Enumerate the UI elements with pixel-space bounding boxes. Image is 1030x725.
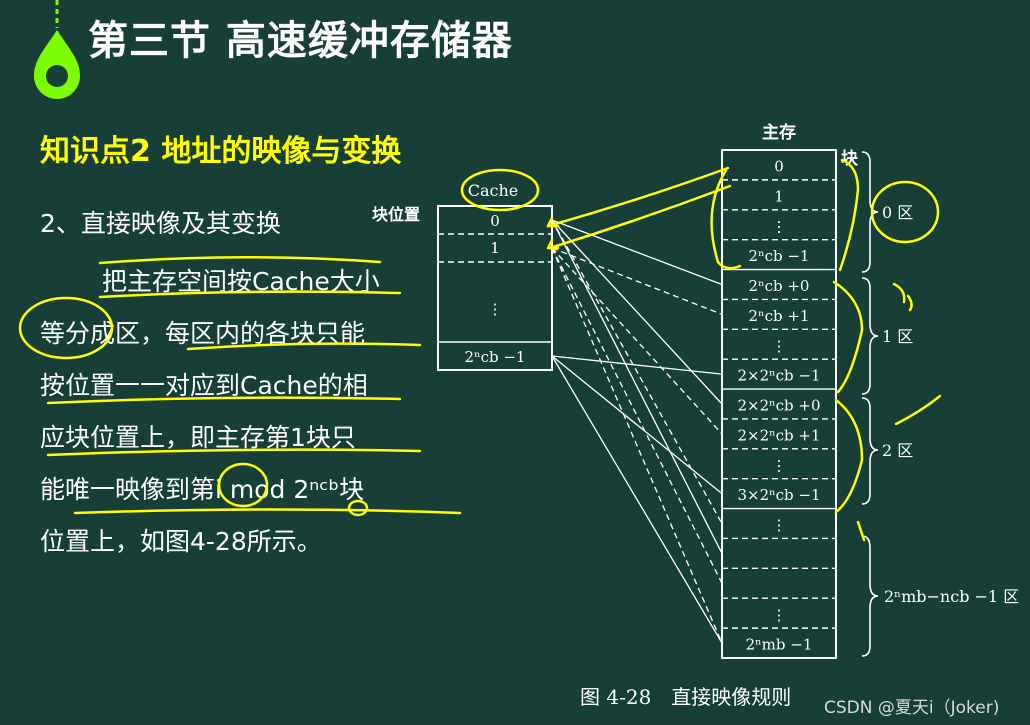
memory-row-label: ⋮ <box>772 456 787 474</box>
block-position-label: 块位置 <box>372 205 420 224</box>
text-annotations <box>18 255 462 517</box>
watermark: CSDN @夏天i（Joker) <box>824 698 1000 718</box>
cache-row-label: 1 <box>490 239 500 257</box>
memory-row-label: 2×2ⁿcb +1 <box>737 426 820 444</box>
memory-row-label: 1 <box>774 187 784 205</box>
mapping-line <box>551 355 723 495</box>
mapping-line <box>551 247 723 315</box>
memory-row-label: ⋮ <box>772 337 787 355</box>
memory-row-label: 2×2ⁿcb −1 <box>737 367 820 385</box>
memory-row-label: 2ⁿcb −1 <box>749 247 810 265</box>
zone-label-1: 1 区 <box>882 327 913 346</box>
figure-caption: 图 4-28 直接映像规则 <box>580 685 791 709</box>
mapping-line <box>551 355 723 644</box>
memory-row-label: ⋮ <box>772 606 787 624</box>
cache-row-label: 0 <box>490 212 500 230</box>
main-memory-label: 主存 <box>762 122 796 143</box>
block-label: 块 <box>841 149 859 169</box>
section-heading: 2、直接映像及其变换 <box>40 209 281 238</box>
zone-label-0: 0 区 <box>882 203 913 222</box>
memory-row-label: 3×2ⁿcb −1 <box>737 486 820 504</box>
cache-box <box>437 205 553 371</box>
body-line-3: 按位置一一对应到Cache的相 <box>40 371 368 400</box>
mapping-line <box>551 219 723 286</box>
cache-label: Cache <box>468 181 519 200</box>
mapping-line <box>551 219 723 524</box>
logo-drop-icon <box>34 0 80 99</box>
body-line-6: 位置上，如图4-28所示。 <box>40 527 322 556</box>
body-line-5: 能唯一映像到第i mod 2ⁿᶜᵇ块 <box>40 475 365 504</box>
zone-label-2: 2 区 <box>882 441 913 460</box>
memory-row-label: 2ⁿcb +1 <box>749 307 810 325</box>
memory-row-label: 0 <box>774 158 784 176</box>
mapping-line <box>551 219 723 554</box>
cache-row-label: 2ⁿcb −1 <box>465 348 526 366</box>
knowledge-point-title: 知识点2 地址的映像与变换 <box>40 134 402 169</box>
memory-row-label: ⋮ <box>772 217 787 235</box>
memory-row-label: 2ⁿcb +0 <box>749 277 810 295</box>
mapping-line <box>551 219 723 405</box>
memory-row-label: 2ⁿmb −1 <box>746 636 813 654</box>
mapping-line <box>551 247 723 435</box>
page-title: 第三节 高速缓冲存储器 <box>88 18 513 64</box>
zone-label-last: 2ⁿmb−ncb −1 区 <box>884 587 1019 606</box>
mapping-line <box>551 355 723 375</box>
mapping-line <box>551 247 723 644</box>
cache-row-label: ⋮ <box>488 300 503 318</box>
memory-row-label: 2×2ⁿcb +0 <box>737 397 820 415</box>
mapping-line <box>551 247 723 584</box>
body-line-4: 应块位置上，即主存第1块只 <box>40 423 356 452</box>
memory-row-label: ⋮ <box>772 516 787 534</box>
